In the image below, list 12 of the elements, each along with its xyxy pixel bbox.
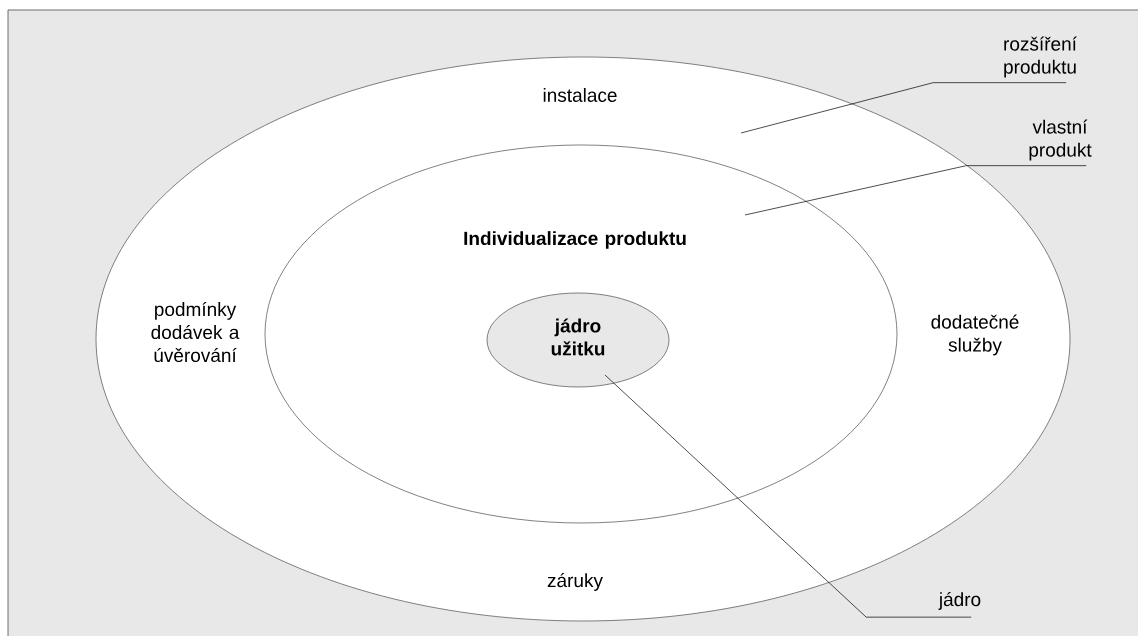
ring-label: záruky [547,573,603,591]
callout-label: jádro [938,592,981,610]
leader-line [604,374,972,618]
callout-label: rozšíření produktu [1004,36,1077,78]
ring-label: Individualizace produktu [464,231,686,249]
ring-label: instalace [543,88,617,102]
callout-label: vlastní produkt [1029,119,1092,161]
leader-line [740,82,1067,134]
ring-label: dodatečné služby [931,314,1019,356]
ring-label: jádro užitku [551,318,605,356]
leader-line [744,165,1087,216]
ring-label: podmínky dodávek a úvěrování [151,301,240,363]
